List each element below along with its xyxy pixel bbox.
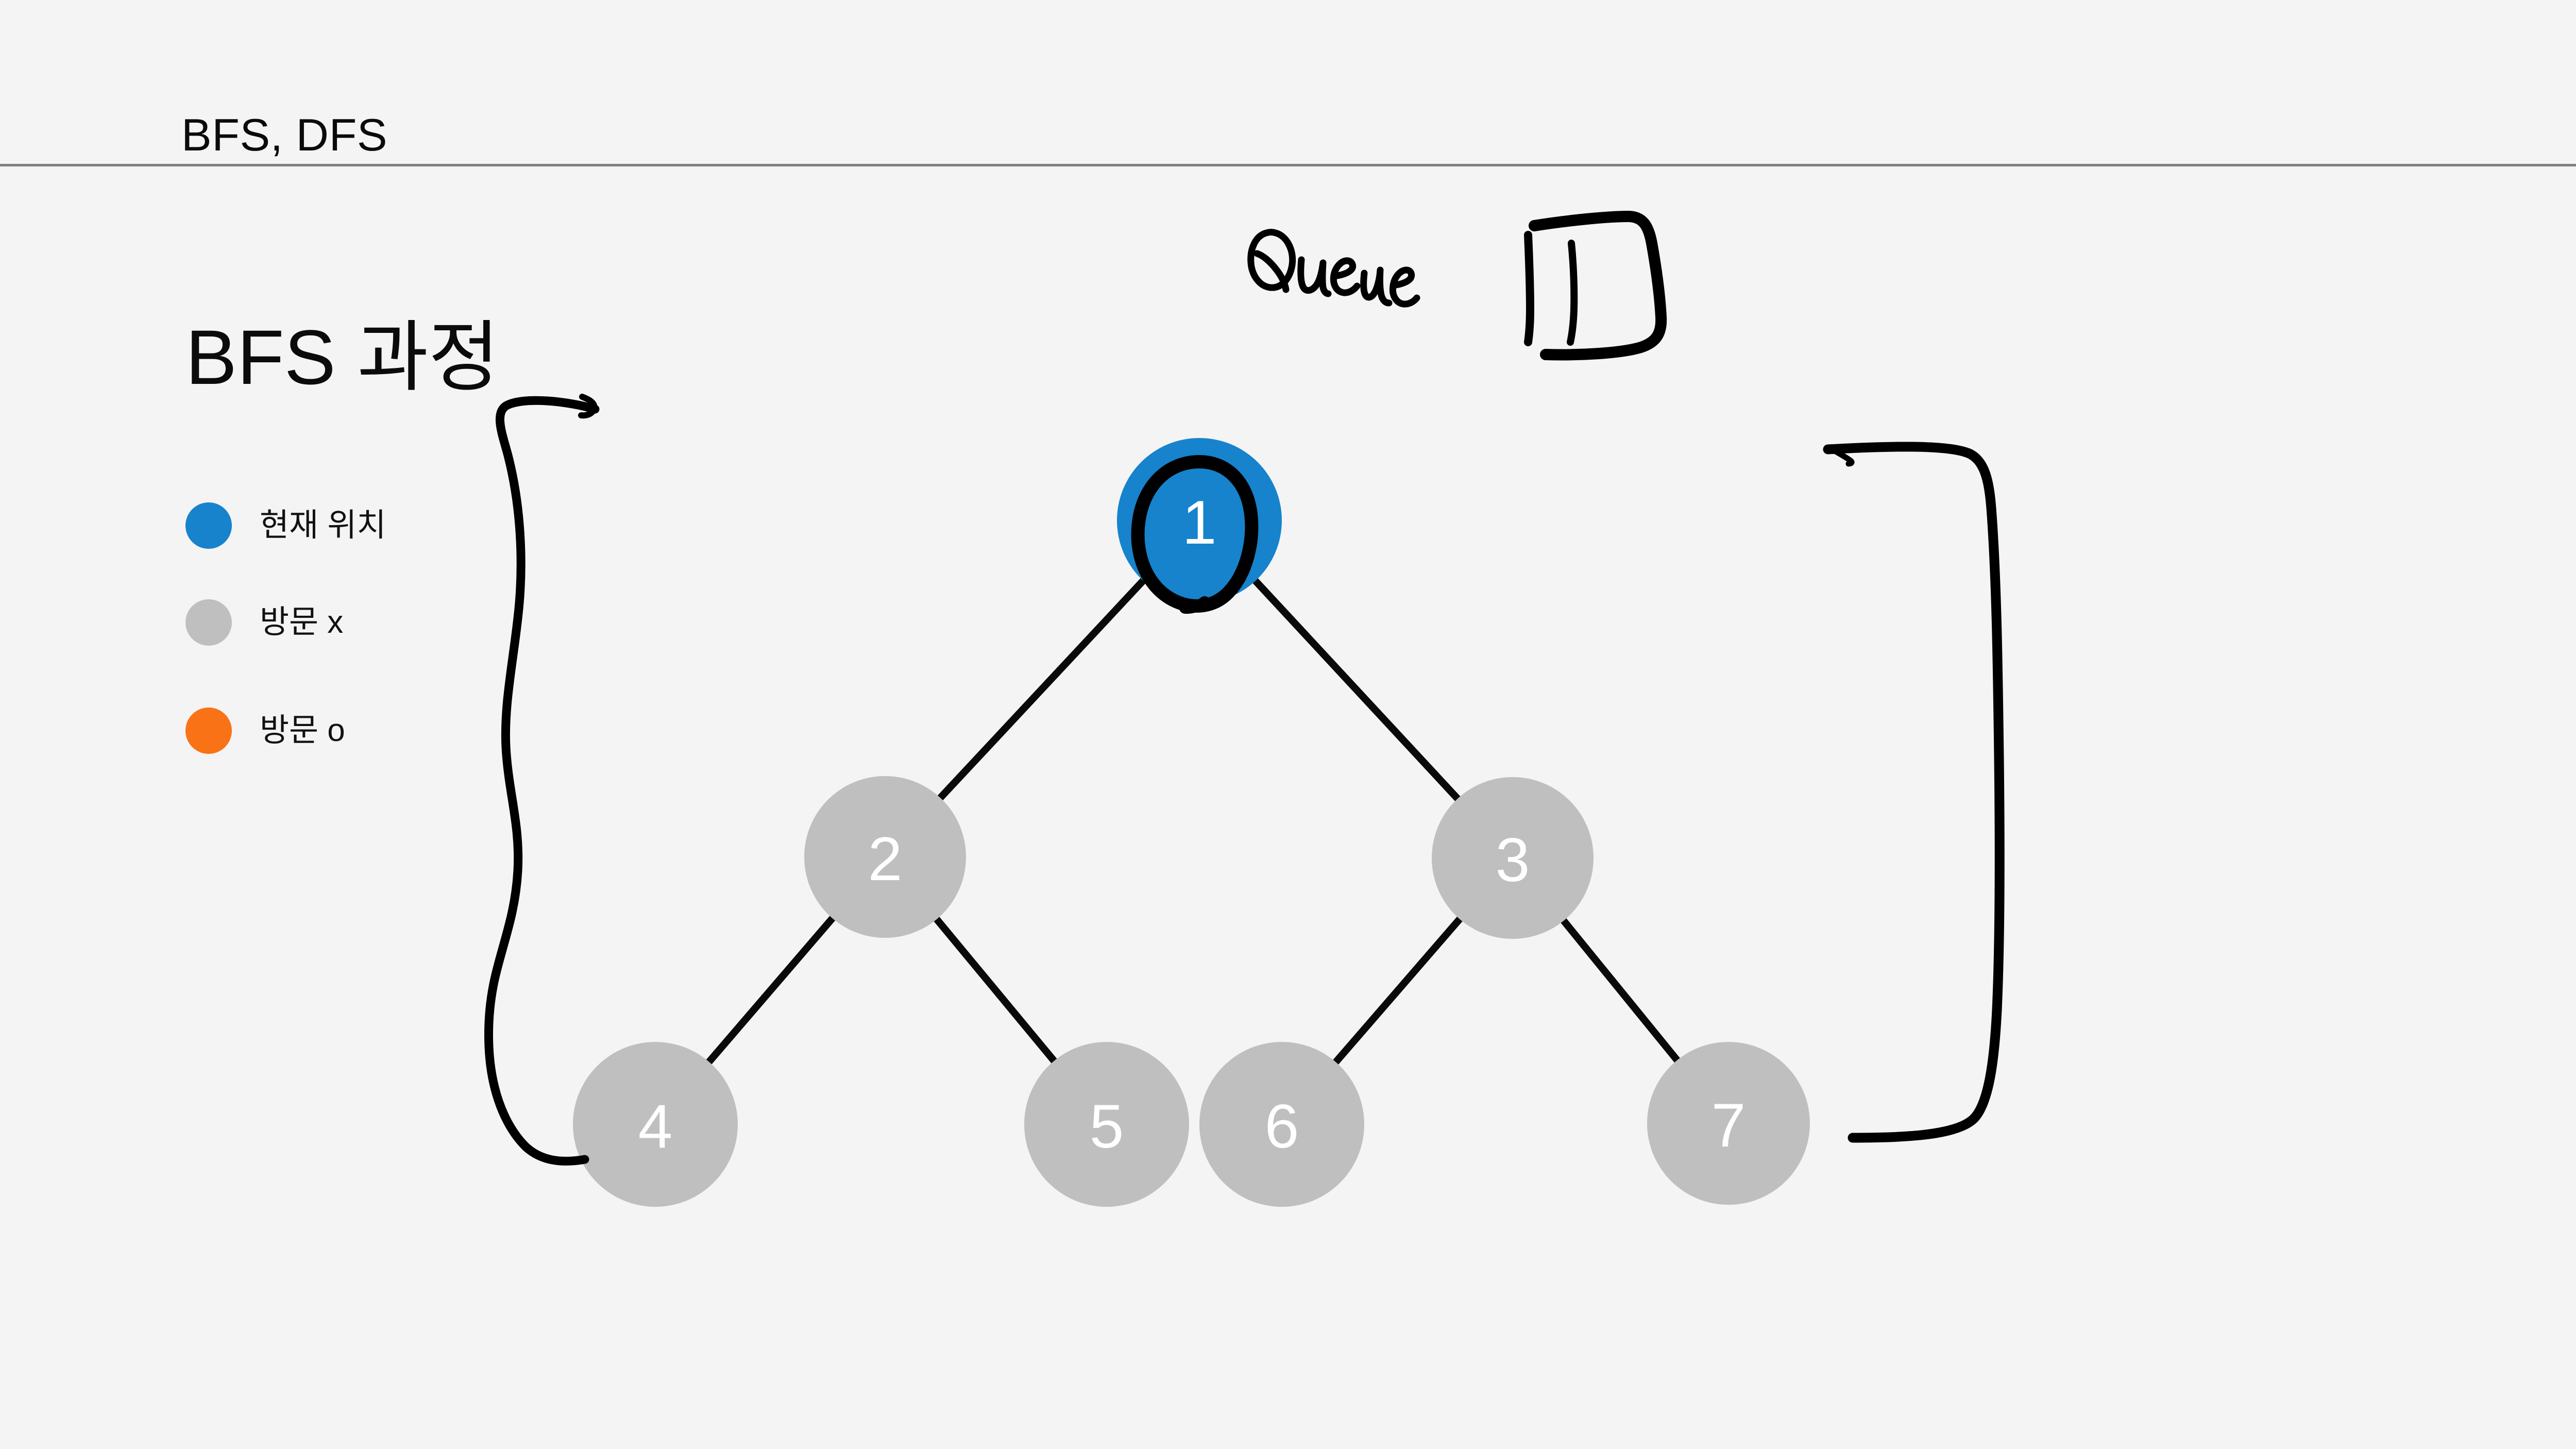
queue-letter-u2-icon bbox=[1360, 266, 1393, 307]
handdrawn-right-bracket-hook-icon bbox=[1827, 445, 1855, 467]
tree-node-6-label: 6 bbox=[1265, 1092, 1299, 1161]
legend-item-unvisited: 방문 x bbox=[185, 597, 343, 648]
tree-node-3-circle[interactable] bbox=[1432, 777, 1594, 939]
handdrawn-circle-tail-icon bbox=[1179, 596, 1210, 614]
tree-node-2[interactable]: 2 bbox=[804, 776, 966, 938]
tree-node-5-label: 5 bbox=[1090, 1092, 1124, 1161]
tree-node-2-circle[interactable] bbox=[804, 776, 966, 938]
legend-label-visited: 방문 o bbox=[260, 713, 345, 748]
page-title: BFS, DFS bbox=[181, 109, 388, 160]
queue-box-outer-icon bbox=[1529, 211, 1667, 361]
tree-node-7-label: 7 bbox=[1711, 1091, 1746, 1160]
slide-header: BFS, DFS bbox=[0, 0, 2576, 166]
tree-node-4-circle[interactable] bbox=[573, 1042, 738, 1207]
tree-node-6-circle[interactable] bbox=[1199, 1042, 1364, 1207]
tree-node-4[interactable]: 4 bbox=[573, 1042, 738, 1207]
legend-swatch-current-icon bbox=[185, 502, 232, 549]
queue-box-divider-icon bbox=[1567, 240, 1578, 346]
legend-swatch-visited-icon bbox=[185, 707, 232, 754]
tree-node-1[interactable]: 1 bbox=[1117, 438, 1282, 614]
tree-node-2-label: 2 bbox=[868, 824, 903, 894]
tree-node-1-label: 1 bbox=[1182, 488, 1217, 557]
queue-letter-e2-icon bbox=[1389, 266, 1420, 308]
tree-node-5[interactable]: 5 bbox=[1024, 1042, 1189, 1207]
tree-node-5-circle[interactable] bbox=[1024, 1042, 1189, 1207]
queue-letter-u-icon bbox=[1297, 256, 1332, 297]
tree-node-7-circle[interactable] bbox=[1647, 1042, 1810, 1205]
queue-box-left-icon bbox=[1524, 231, 1534, 346]
handdrawn-right-bracket-icon bbox=[1823, 442, 2005, 1143]
tree-node-3[interactable]: 3 bbox=[1432, 777, 1594, 939]
tree-node-4-label: 4 bbox=[638, 1092, 673, 1161]
queue-handwritten-label bbox=[1247, 229, 1420, 308]
handdrawn-queue-box-icon bbox=[1524, 211, 1667, 361]
header-divider bbox=[0, 164, 2576, 166]
legend-label-current: 현재 위치 bbox=[260, 508, 386, 543]
legend-swatch-unvisited-icon bbox=[185, 599, 232, 646]
legend-title: BFS 과정 bbox=[185, 314, 500, 400]
legend-item-current: 현재 위치 bbox=[185, 500, 386, 551]
tree-node-3-label: 3 bbox=[1496, 825, 1530, 895]
legend-label-unvisited: 방문 x bbox=[260, 604, 344, 640]
legend-item-visited: 방문 o bbox=[185, 705, 345, 756]
legend-panel: BFS 과정 현재 위치 방문 x 방문 o bbox=[175, 309, 639, 773]
queue-letter-q-tail-icon bbox=[1253, 250, 1290, 293]
queue-letter-e1-icon bbox=[1330, 257, 1361, 296]
tree-node-6[interactable]: 6 bbox=[1199, 1042, 1364, 1207]
tree-node-7[interactable]: 7 bbox=[1647, 1042, 1810, 1205]
